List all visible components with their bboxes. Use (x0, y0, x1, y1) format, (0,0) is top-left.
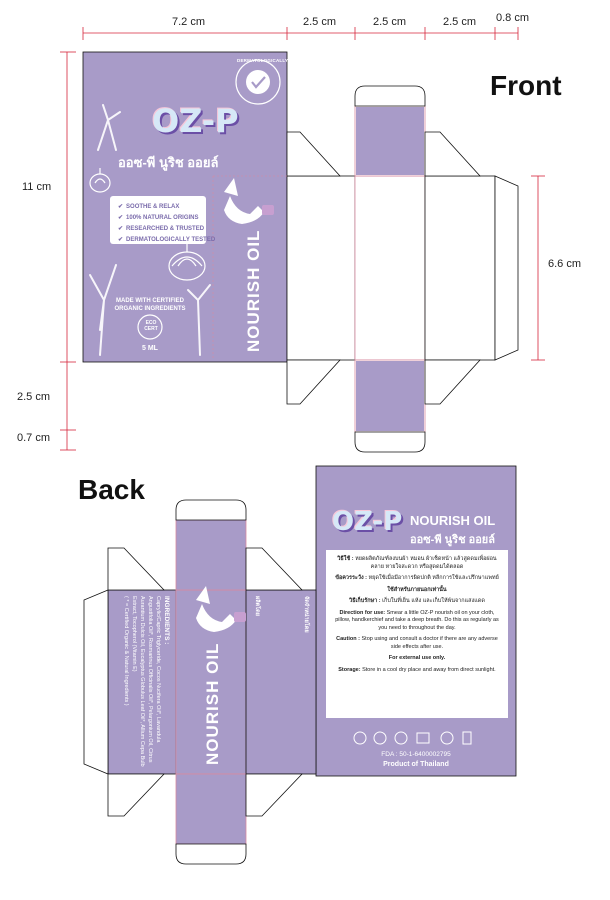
front-claims-box: ✔SOOTHE & RELAX ✔100% NATURAL ORIGINS ✔R… (110, 196, 216, 244)
eco-cert-emblem (137, 314, 163, 340)
dim-top-side-2: 2.5 cm (373, 16, 407, 28)
back-product-name: NOURISH OIL (410, 513, 496, 528)
dim-top-side-3: 2.5 cm (443, 16, 477, 28)
front-thai-title: ออซ-พี นูริช ออยล์ (118, 155, 219, 170)
back-section-title: Back (78, 474, 145, 505)
witch-illustration-back (196, 586, 246, 632)
thai-storage: วิธีเก็บรักษา : เก็บในที่เย็น แห้ง และเก… (349, 598, 485, 604)
dimension-lines-left (60, 51, 76, 451)
direction-for-use: Direction for use: Smear a little OZ-P n… (335, 609, 499, 631)
back-logo: OZ-P (332, 507, 403, 537)
volume-label: 5 ML (142, 345, 158, 352)
manufacturer-block: จัดจำหน่ายโดย ผลิตโดย (252, 596, 310, 772)
dim-top-side-4: 0.8 cm (496, 12, 530, 24)
thai-caution: ข้อควรระวัง : หยุดใช้เมื่อมีอาการผิดปกติ… (335, 575, 499, 581)
storage: Storage: Store in a cool dry place and a… (338, 666, 496, 673)
certified-text: MADE WITH CERTIFIED ORGANIC INGREDIENTS (114, 298, 186, 312)
claim-row: ✔DERMATOLOGICALLY TESTED (118, 237, 216, 243)
fda-number: FDA : 50-1-6400002795 (381, 751, 451, 758)
badge-caption-wrapper: DERMATOLOGICALLY TESTED (237, 58, 308, 102)
ingredients-title: INGREDIENTS : (163, 596, 170, 645)
caution: Caution : Stop using and consult a docto… (336, 636, 498, 650)
back-side-product-name: NOURISH OIL (203, 642, 222, 765)
ingredients-note: ( * = Certified Organic & Natural Ingred… (123, 596, 129, 706)
thai-usage: วิธีใช้ : หยดผลิตภัณฑ์ลงบนผ้า หมอน ผ้าเช… (337, 556, 497, 570)
dim-left-height: 11 cm (22, 181, 52, 193)
dim-left-bottom-2: 0.7 cm (17, 432, 51, 444)
dimension-lines-right (531, 175, 545, 361)
front-branch-illustration (89, 104, 211, 356)
dermatologically-tested-badge (235, 59, 281, 105)
compliance-icons (353, 731, 472, 745)
check-icon: ✔ (118, 215, 124, 221)
front-dieline (82, 51, 519, 453)
front-side-product-name: NOURISH OIL (244, 229, 263, 352)
witch-illustration-front (224, 178, 274, 224)
check-icon: ✔ (118, 204, 124, 210)
back-thai-title: ออซ-พี นูริช ออยล์ (410, 534, 495, 546)
check-icon: ✔ (118, 237, 124, 243)
ingredients-text: Caprylic/Capric Triglyceride, Cocos Nuci… (131, 596, 161, 767)
claim-row: ✔RESEARCHED & TRUSTED (118, 226, 205, 232)
badge-caption: DERMATOLOGICALLY TESTED (237, 58, 309, 63)
dim-top-width: 7.2 cm (172, 16, 206, 28)
check-icon: ✔ (118, 226, 124, 232)
back-info-box: วิธีใช้ : หยดผลิตภัณฑ์ลงบนผ้า หมอน ผ้าเช… (326, 550, 508, 718)
ingredients-block: INGREDIENTS : Caprylic/Capric Triglyceri… (122, 596, 170, 772)
distributor-label: จัดจำหน่ายโดย (303, 596, 309, 633)
front-logo: OZ-P (152, 102, 239, 140)
front-section-title: Front (490, 70, 562, 101)
dim-left-bottom-1: 2.5 cm (17, 391, 51, 403)
product-origin: Product of Thailand (383, 761, 449, 768)
dim-right-height: 6.6 cm (548, 258, 582, 270)
dim-top-side-1: 2.5 cm (303, 16, 337, 28)
claim-row: ✔SOOTHE & RELAX (118, 204, 180, 210)
dimension-lines-top (82, 27, 519, 40)
eco-cert-label: ECO CERT (144, 320, 158, 332)
external-use: For external use only. (388, 655, 446, 661)
manufacturer-label: ผลิตโดย (254, 596, 260, 616)
thai-external: ใช้สำหรับภายนอกเท่านั้น (387, 586, 447, 593)
claim-row: ✔100% NATURAL ORIGINS (118, 215, 199, 221)
onion-illustration (89, 168, 206, 281)
